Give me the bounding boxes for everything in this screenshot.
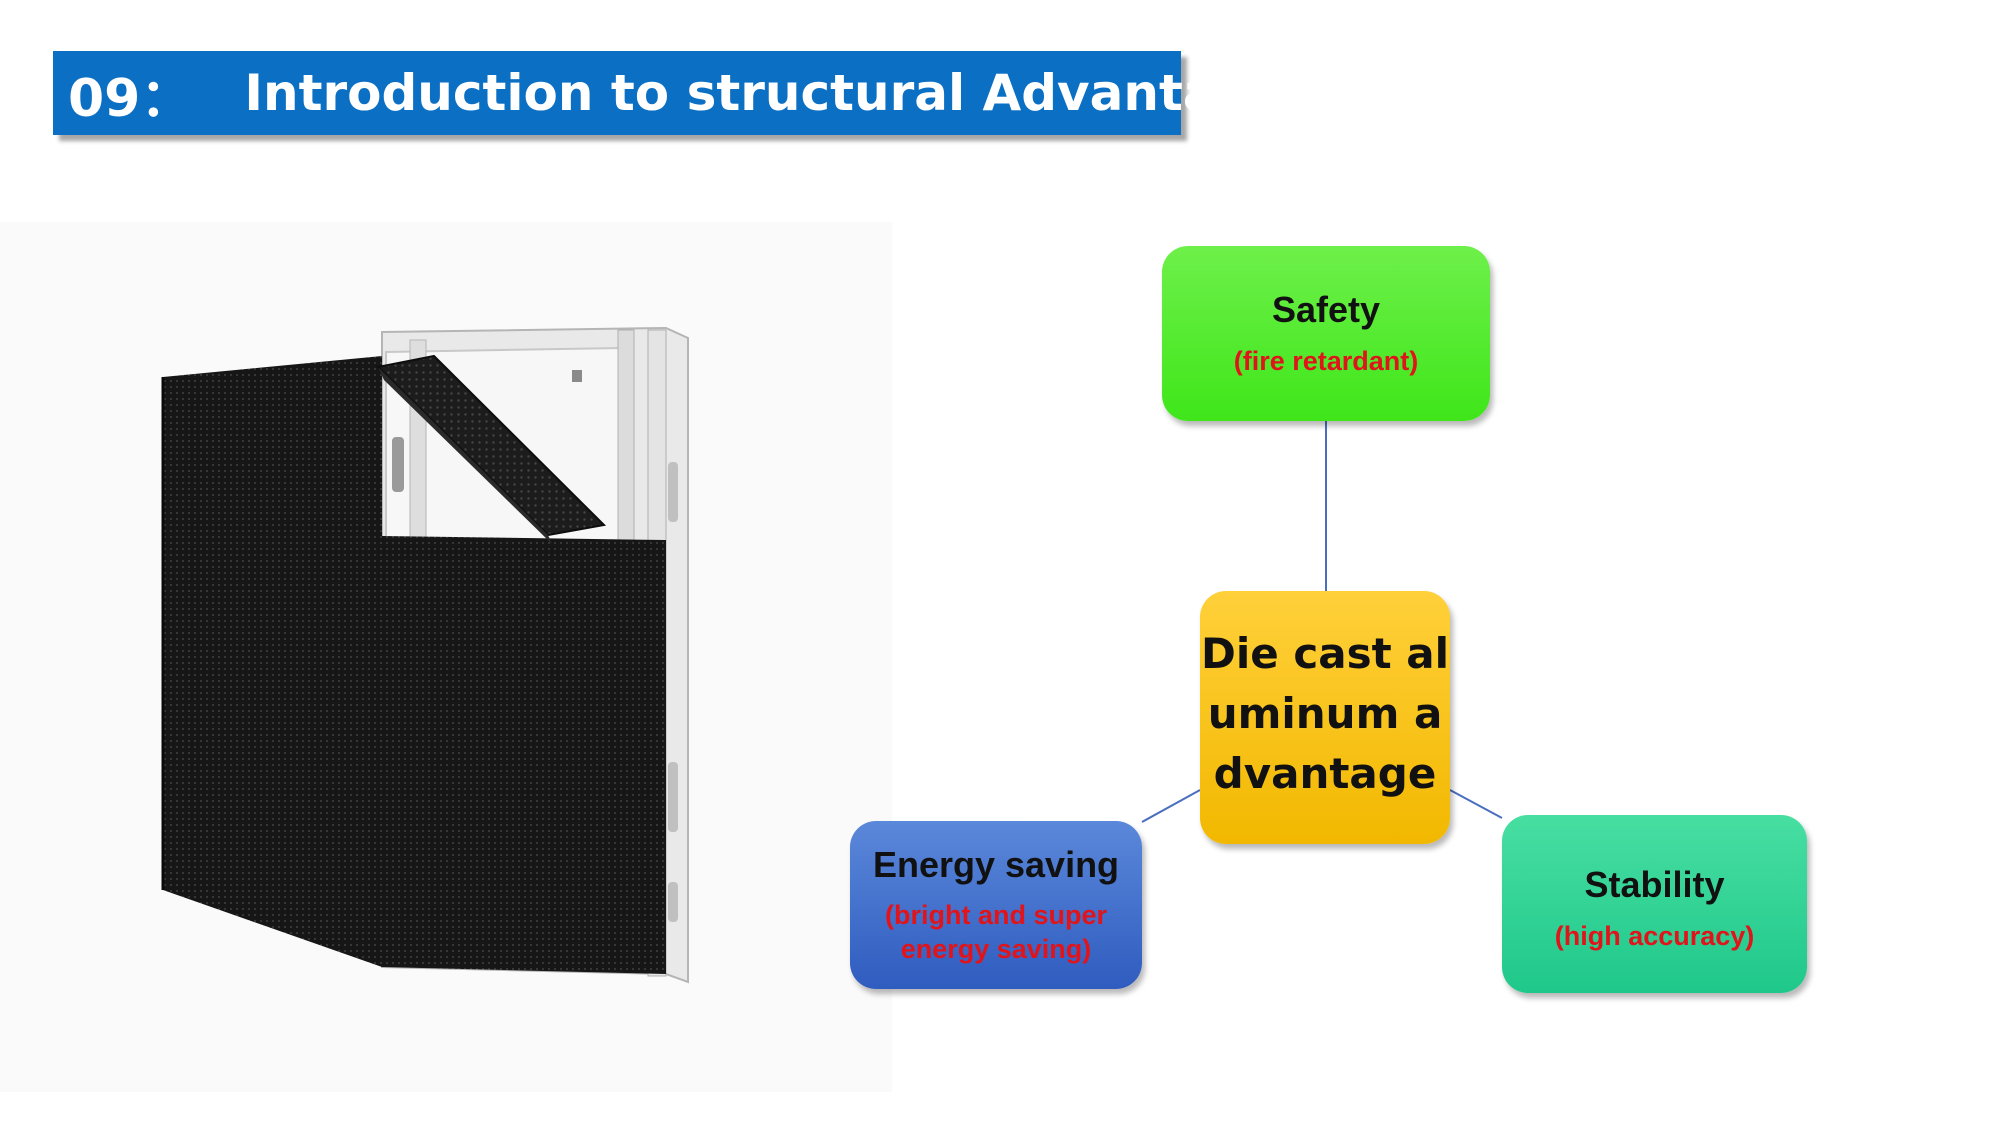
- node-energy-saving: Energy saving (bright and super energy s…: [850, 821, 1142, 989]
- product-photo: [0, 222, 892, 1092]
- node-center: Die cast aluminum advantage: [1200, 591, 1450, 844]
- node-safety-title: Safety: [1271, 288, 1381, 330]
- section-number: 09：: [68, 68, 193, 129]
- node-energy-subtitle: (bright and super energy saving): [885, 899, 1107, 964]
- node-safety: Safety (fire retardant): [1162, 246, 1490, 421]
- page-title: Introduction to structural Advantages: [244, 64, 1317, 122]
- led-cabinet-image: [161, 326, 689, 984]
- node-energy-title: Energy saving: [872, 844, 1120, 886]
- connector-stability: [1449, 789, 1503, 819]
- node-center-label: Die cast aluminum advantage: [1200, 628, 1450, 798]
- title-banner: 09： Introduction to structural Advantage…: [53, 51, 1316, 135]
- node-stability: Stability (high accuracy): [1502, 815, 1807, 993]
- connector-energy: [1141, 789, 1201, 823]
- node-stability-subtitle: (high accuracy): [1554, 921, 1755, 952]
- node-safety-subtitle: (fire retardant): [1233, 345, 1419, 376]
- node-stability-title: Stability: [1584, 864, 1725, 906]
